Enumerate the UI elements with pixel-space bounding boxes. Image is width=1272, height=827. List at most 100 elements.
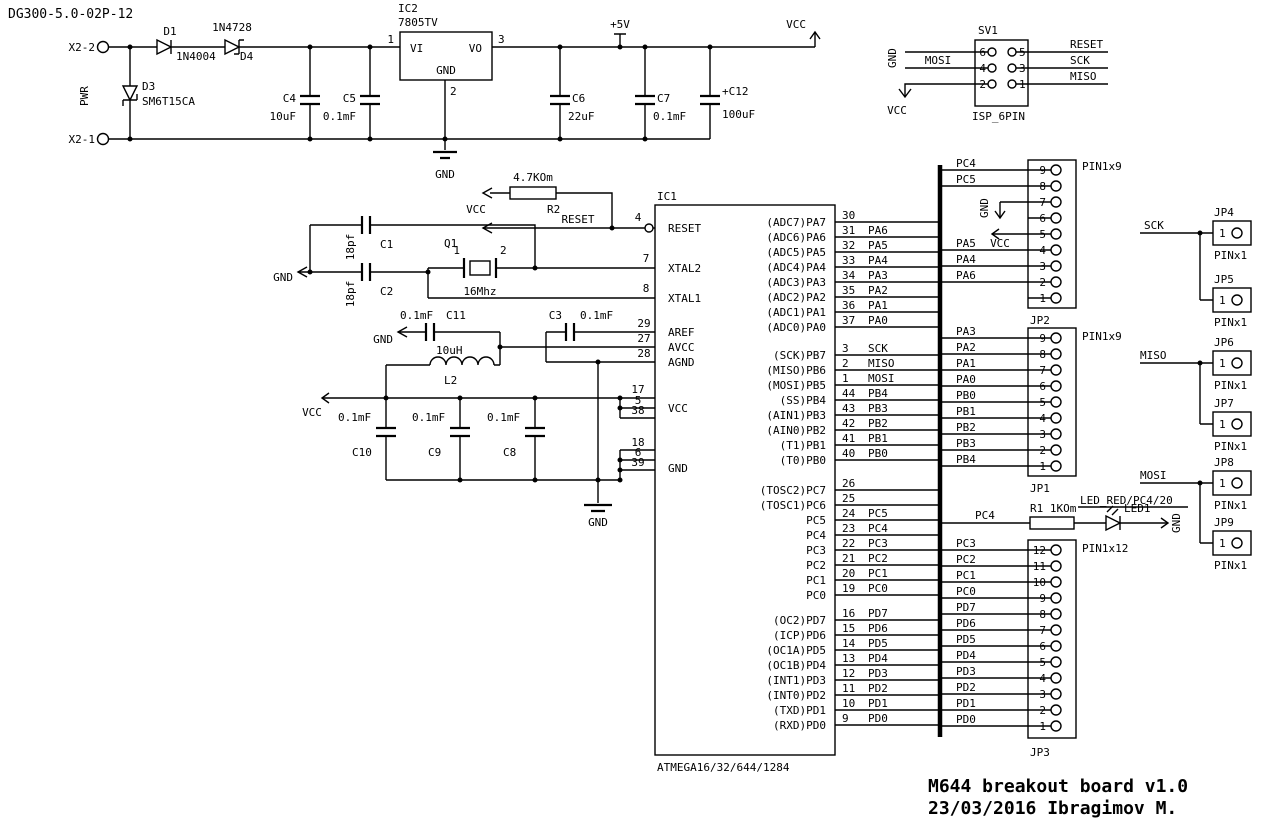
ic1-pin-number: 21 bbox=[842, 552, 855, 565]
c2-value: 18pf bbox=[344, 281, 357, 308]
r2-value: 4.7KOm bbox=[513, 171, 553, 184]
isp-pad bbox=[987, 79, 997, 89]
net-label: PA6 bbox=[868, 224, 888, 237]
d1-value: 1N4004 bbox=[176, 50, 216, 63]
connector-pin bbox=[1050, 180, 1062, 192]
net-label: PD1 bbox=[956, 697, 976, 710]
c2-ref: C2 bbox=[380, 285, 393, 298]
connector-pin bbox=[1050, 640, 1062, 652]
jp3-type: PIN1x12 bbox=[1082, 542, 1128, 555]
ic1-pin-number: 23 bbox=[842, 522, 855, 535]
jp7-pin-number: 1 bbox=[1219, 418, 1226, 431]
net-label: PD0 bbox=[868, 712, 888, 725]
isp-pin4-number: 4 bbox=[979, 62, 986, 75]
connector-pin-number: 1 bbox=[1039, 720, 1046, 733]
tvs-d3 bbox=[121, 85, 139, 102]
c7-value: 0.1mF bbox=[653, 110, 686, 123]
ic1-pin-function: (ADC4)PA4 bbox=[766, 261, 826, 274]
ic1-pin6-number: 6 bbox=[635, 446, 642, 459]
ic1-pin-function: (SS)PB4 bbox=[780, 394, 827, 407]
isp-pad bbox=[987, 63, 997, 73]
sheet-title: DG300-5.0-02P-12 bbox=[8, 7, 133, 22]
jp2-type: PIN1x9 bbox=[1082, 160, 1122, 173]
net-label: PD2 bbox=[868, 682, 888, 695]
ic1-pin29-number: 29 bbox=[637, 317, 650, 330]
isp-gnd-label: GND bbox=[886, 48, 899, 68]
ic1-xtal2-pin-label: XTAL2 bbox=[668, 262, 701, 275]
jp2-gnd-flag-label: GND bbox=[978, 198, 991, 218]
ic1-pin-function: (ADC5)PA5 bbox=[766, 246, 826, 259]
connector-pin bbox=[1050, 428, 1062, 440]
connector-pin bbox=[1050, 656, 1062, 668]
net-label: PD5 bbox=[868, 637, 888, 650]
ic1-pin-number: 3 bbox=[842, 342, 849, 355]
ic1-pin-function: (ADC6)PA6 bbox=[766, 231, 826, 244]
jp5-pad bbox=[1231, 294, 1243, 306]
ic1-pin-number: 19 bbox=[842, 582, 855, 595]
jp6-type: PINx1 bbox=[1214, 379, 1247, 392]
c4-ref: C4 bbox=[283, 92, 297, 105]
jp9-ref: JP9 bbox=[1214, 516, 1234, 529]
ic1-pin-number: 33 bbox=[842, 254, 855, 267]
q1-pin1-number: 1 bbox=[453, 244, 460, 257]
led-net-description: LED_RED/PC4/20 bbox=[1080, 494, 1173, 507]
net-label: PC2 bbox=[868, 552, 888, 565]
connector-pin-number: 11 bbox=[1033, 560, 1046, 573]
c6-ref: C6 bbox=[572, 92, 585, 105]
ic1-pin-number: 2 bbox=[842, 357, 849, 370]
ic1-pin-function: (TOSC1)PC6 bbox=[760, 499, 826, 512]
jp6-pad bbox=[1231, 357, 1243, 369]
q1-ref: Q1 bbox=[444, 237, 457, 250]
isp-pin6-number: 6 bbox=[979, 46, 986, 59]
net-label: PA5 bbox=[868, 239, 888, 252]
isp-pad bbox=[1007, 47, 1017, 57]
net-label: MOSI bbox=[868, 372, 895, 385]
net-label: PD6 bbox=[956, 617, 976, 630]
ic1-pin-function: (ADC7)PA7 bbox=[766, 216, 826, 229]
c7-ref: C7 bbox=[657, 92, 670, 105]
connector-pin-number: 8 bbox=[1039, 348, 1046, 361]
connector-pin bbox=[1050, 460, 1062, 472]
ic1-pin-function: (OC1B)PD4 bbox=[766, 659, 826, 672]
net-label: PC4 bbox=[956, 157, 976, 170]
ic1-pin-number: 42 bbox=[842, 417, 855, 430]
isp-sck-label: SCK bbox=[1070, 54, 1090, 67]
jp4-type: PINx1 bbox=[1214, 249, 1247, 262]
r1-label: R1 1KOm bbox=[1030, 502, 1077, 515]
net-label: PC0 bbox=[956, 585, 976, 598]
ic1-mcu-body bbox=[654, 204, 836, 756]
d1-ref: D1 bbox=[163, 25, 176, 38]
ic1-pin-function: PC0 bbox=[806, 589, 826, 602]
ic1-pin-number: 31 bbox=[842, 224, 855, 237]
connector-pin-number: 5 bbox=[1039, 656, 1046, 669]
net-label: PD3 bbox=[956, 665, 976, 678]
ic1-pin-number: 35 bbox=[842, 284, 855, 297]
isp-miso-label: MISO bbox=[1070, 70, 1097, 83]
vcc-rail-flag-label: VCC bbox=[302, 406, 322, 419]
connector-pin bbox=[1050, 380, 1062, 392]
ic1-pin-number: 16 bbox=[842, 607, 855, 620]
net-label: PD1 bbox=[868, 697, 888, 710]
connector-pin-number: 7 bbox=[1039, 364, 1046, 377]
c5-value: 0.1mF bbox=[323, 110, 356, 123]
net-label: PA2 bbox=[868, 284, 888, 297]
led-net-label: PC4 bbox=[975, 509, 995, 522]
jp2-ref: JP2 bbox=[1030, 314, 1050, 327]
net-label: PD7 bbox=[956, 601, 976, 614]
c9-value: 0.1mF bbox=[412, 411, 445, 424]
isp-reset-label: RESET bbox=[1070, 38, 1103, 51]
connector-pin bbox=[1050, 164, 1062, 176]
isp-pad bbox=[1007, 63, 1017, 73]
ic1-pin7-number: 7 bbox=[643, 252, 650, 265]
net-label: PA6 bbox=[956, 269, 976, 282]
ic1-pin-number: 13 bbox=[842, 652, 855, 665]
net-label: PA1 bbox=[956, 357, 976, 370]
led1-diode bbox=[1105, 514, 1122, 532]
ic1-part-number: ATMEGA16/32/644/1284 bbox=[657, 761, 790, 774]
jp4-net-label: SCK bbox=[1144, 219, 1164, 232]
net-label: PB4 bbox=[956, 453, 976, 466]
ic1-pin17-number: 17 bbox=[631, 383, 644, 396]
c11-value: 0.1mF bbox=[400, 309, 433, 322]
